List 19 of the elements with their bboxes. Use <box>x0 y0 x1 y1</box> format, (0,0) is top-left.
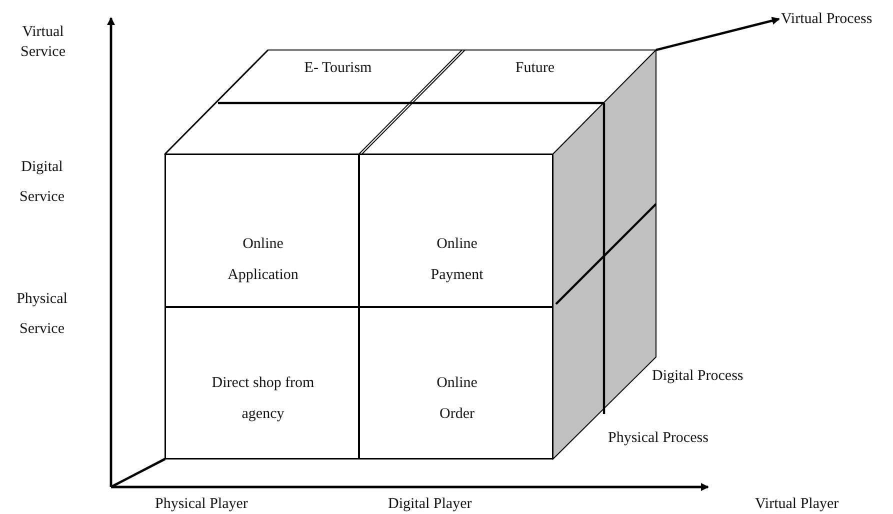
axis-label: Digital Service <box>18 158 66 207</box>
cell-label: Direct shop from agency <box>210 374 316 424</box>
cube-front-cell <box>165 307 359 459</box>
cell-label: Future <box>514 59 556 78</box>
axis-label: Digital Player <box>388 495 472 514</box>
cell-label: E- Tourism <box>303 59 373 78</box>
axis-label: Virtual Service <box>20 23 66 62</box>
cube-front-cell <box>165 154 359 307</box>
axis-label: Virtual Player <box>755 495 839 514</box>
cube-front-cell <box>359 307 553 459</box>
cell-label: Online Order <box>436 374 478 424</box>
axis-label: Digital Process <box>652 367 744 386</box>
axis-label: Physical Process <box>608 429 708 448</box>
axis-label: Physical Service <box>16 290 68 339</box>
axis-label: Physical Player <box>155 495 248 514</box>
axis-label: Virtual Process <box>781 10 872 29</box>
cube-front-cell <box>359 154 553 307</box>
cell-label: Online Application <box>226 235 300 285</box>
cell-label: Online Payment <box>430 235 484 285</box>
